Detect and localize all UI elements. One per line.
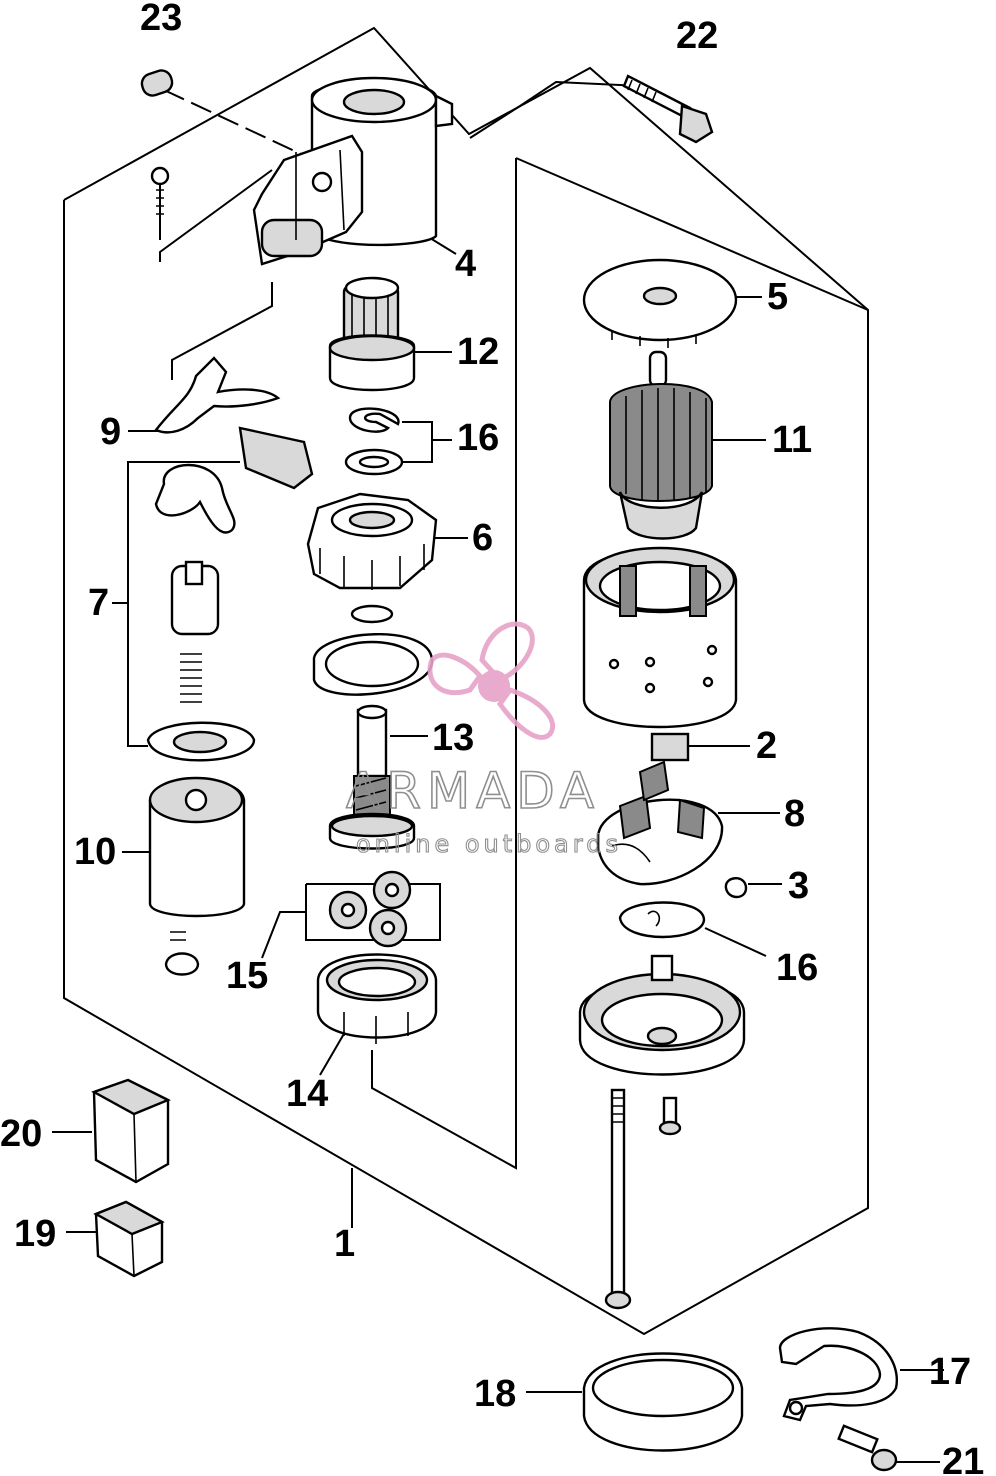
part-16-lower-disc <box>618 901 706 939</box>
callout-8: 8 <box>784 793 805 835</box>
yoke-field-frame <box>582 546 738 729</box>
part-20-relay <box>91 1078 171 1184</box>
leader-lines <box>52 80 944 1463</box>
callout-22: 22 <box>676 15 718 57</box>
propeller-hub <box>478 670 510 702</box>
part-23-cap <box>140 69 174 97</box>
callout-1: 1 <box>334 1223 355 1265</box>
watermark: ARMADA online outboards <box>345 621 622 859</box>
callout-16-lower: 16 <box>776 947 818 989</box>
callout-17: 17 <box>929 1351 971 1393</box>
callout-2: 2 <box>756 725 777 767</box>
part-12-pinion <box>328 276 416 392</box>
callout-3: 3 <box>788 865 809 907</box>
part-22-bolt <box>622 74 714 144</box>
commutator-end-cover <box>578 954 746 1076</box>
callout-23: 23 <box>140 0 182 39</box>
callout-7: 7 <box>88 582 109 624</box>
callout-12: 12 <box>457 331 499 373</box>
callout-4: 4 <box>455 243 476 285</box>
part-16-upper-clip-washer <box>344 407 404 476</box>
propeller-blade <box>479 621 535 684</box>
part-4-drive-housing <box>150 76 454 266</box>
callout-19: 19 <box>14 1213 56 1255</box>
watermark-tagline: online outboards <box>356 830 622 858</box>
part-14-internal-gear <box>316 953 438 1044</box>
callout-14: 14 <box>286 1073 328 1115</box>
through-bolt <box>604 1088 682 1310</box>
callout-10: 10 <box>74 831 116 873</box>
callout-11: 11 <box>772 419 812 461</box>
part-6-gear-housing <box>306 492 438 624</box>
callout-6: 6 <box>472 517 493 559</box>
watermark-brand: ARMADA <box>346 762 600 820</box>
callout-18: 18 <box>474 1373 516 1415</box>
callout-16-upper: 16 <box>457 417 499 459</box>
part-19-relay <box>93 1200 165 1278</box>
assembly-outline <box>63 26 869 1336</box>
propeller-blade <box>496 687 555 740</box>
callout-5: 5 <box>767 276 788 318</box>
propeller-blade <box>427 652 484 696</box>
part-15-planet-gears <box>328 870 412 948</box>
part-8-brush-holder <box>596 732 724 886</box>
callout-15: 15 <box>226 955 268 997</box>
callout-13: 13 <box>432 717 474 759</box>
part-7-plunger-assembly <box>146 426 314 762</box>
callout-20: 20 <box>0 1113 42 1155</box>
part-17-clamp <box>778 1327 899 1422</box>
part-5-plate <box>582 258 738 348</box>
part-11-armature <box>609 350 713 540</box>
part-3-clip <box>724 877 748 899</box>
callout-21: 21 <box>942 1441 984 1476</box>
part-13-planetary-shaft <box>312 633 434 850</box>
watermark-propeller-icon <box>427 621 555 740</box>
part-10-solenoid <box>148 776 246 976</box>
part-9-shift-lever <box>154 356 281 434</box>
callout-9: 9 <box>100 411 121 453</box>
part-18-band <box>582 1352 744 1452</box>
part-21-screw <box>837 1424 898 1472</box>
